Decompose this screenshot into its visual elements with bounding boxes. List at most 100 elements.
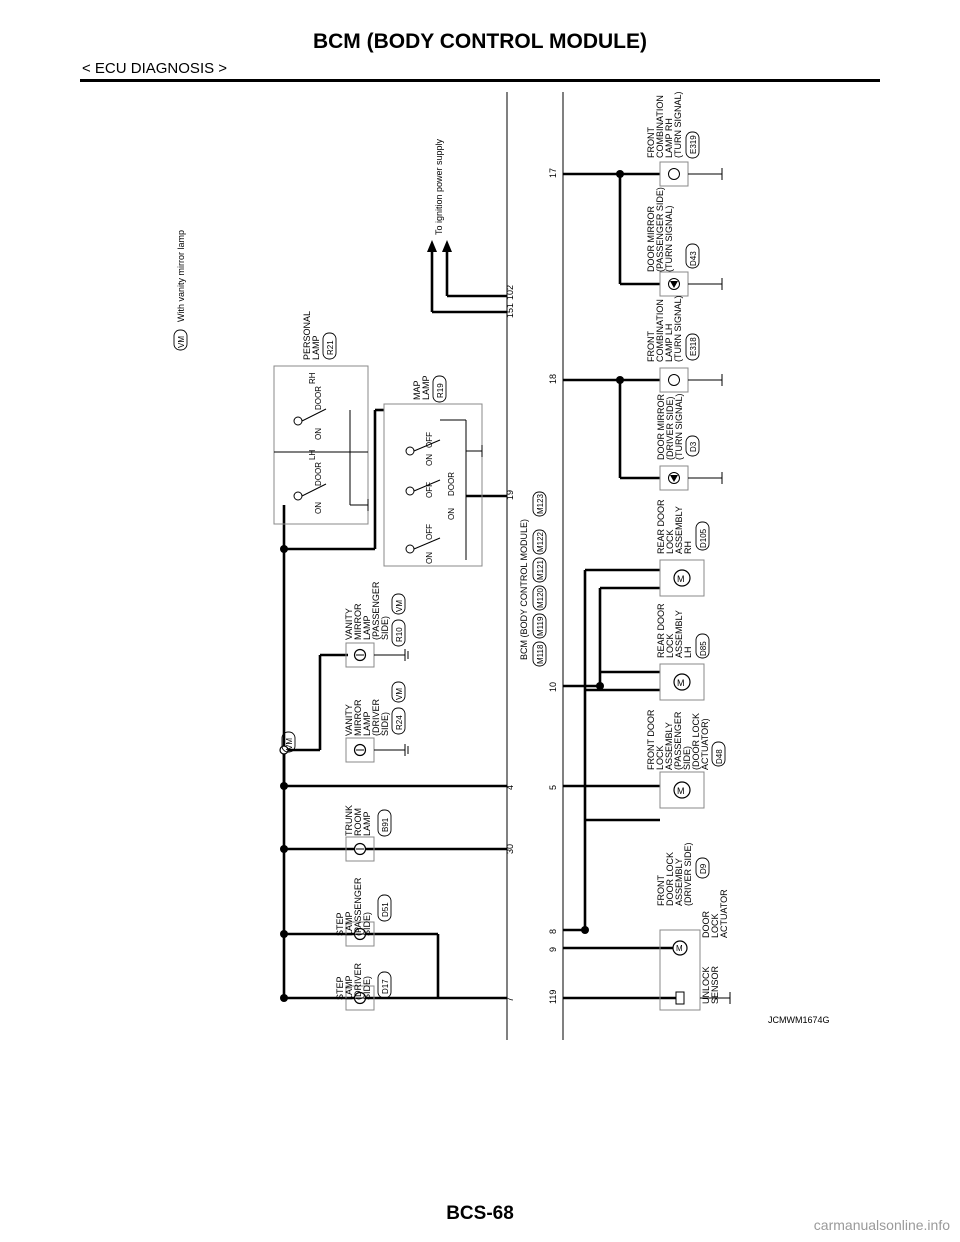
map-on-label: ON (447, 508, 456, 520)
ignition-note: To ignition power supply (434, 138, 444, 235)
svg-text:DOOR LOCK: DOOR LOCK (665, 852, 675, 906)
header-divider (80, 79, 880, 82)
label-step-lamp-passenger: STEP LAMP (PASSENGER SIDE) D51 (335, 877, 392, 936)
map-door-label: DOOR (447, 472, 456, 496)
vanity-lamp-passenger-symbol (345, 642, 409, 668)
svg-text:(TURN SIGNAL): (TURN SIGNAL) (664, 205, 674, 272)
front-combi-rh-symbol (659, 161, 723, 187)
svg-text:D51: D51 (381, 902, 390, 917)
vm-badge: VM (177, 336, 186, 348)
svg-text:(DRIVER SIDE): (DRIVER SIDE) (665, 396, 675, 460)
label-vanity-lamp-driver: VANITY MIRROR LAMP (DRIVER SIDE) R24 VM (344, 681, 406, 736)
page-title: BCM (BODY CONTROL MODULE) (312, 30, 648, 53)
svg-text:D48: D48 (715, 749, 724, 764)
svg-text:LAMP: LAMP (362, 811, 372, 836)
svg-text:MIRROR: MIRROR (353, 603, 363, 640)
bcm-connector-list: M118 M119 M120 M121 M122 M123 (532, 491, 547, 667)
connector-tag: M122 (536, 531, 545, 552)
label-rear-door-lock-lh: REAR DOOR LOCK ASSEMBLY LH D85 (656, 603, 710, 659)
svg-text:SIDE): SIDE) (362, 976, 372, 1000)
terminal-18-label: 18 (548, 374, 558, 384)
svg-text:D43: D43 (689, 251, 698, 266)
svg-text:STEP: STEP (335, 912, 345, 936)
svg-text:D17: D17 (381, 979, 390, 994)
map-on-label: ON (425, 552, 434, 564)
svg-text:R21: R21 (326, 340, 335, 355)
connector-tag: M120 (536, 587, 545, 608)
svg-text:ACTUATOR: ACTUATOR (719, 889, 729, 938)
splice-dot (280, 545, 288, 553)
label-rear-door-lock-rh: REAR DOOR LOCK ASSEMBLY RH D105 (656, 499, 710, 554)
svg-text:M: M (676, 944, 683, 953)
svg-text:ASSEMBLY: ASSEMBLY (674, 610, 684, 658)
svg-text:ASSEMBLY: ASSEMBLY (674, 858, 684, 906)
svg-text:PERSONAL: PERSONAL (302, 311, 312, 360)
svg-text:MAP: MAP (412, 380, 422, 400)
label-vanity-lamp-passenger: VANITY MIRROR LAMP (PASSENGER SIDE) R10 … (344, 581, 406, 647)
svg-text:M: M (677, 574, 685, 584)
connector-tag: M118 (536, 644, 545, 664)
terminal-102-label: 102 (505, 285, 515, 300)
svg-text:LOCK: LOCK (665, 633, 675, 658)
label-door-mirror-driver: DOOR MIRROR (DRIVER SIDE) (TURN SIGNAL) … (656, 393, 700, 460)
map-off-label: OFF (425, 524, 434, 540)
svg-text:ASSEMBLY: ASSEMBLY (674, 506, 684, 554)
map-lamp-box (383, 403, 483, 567)
svg-text:LOCK: LOCK (665, 529, 675, 554)
svg-text:LH: LH (683, 646, 693, 658)
svg-text:REAR DOOR: REAR DOOR (656, 499, 666, 554)
svg-text:LOCK: LOCK (710, 913, 720, 938)
rear-door-lock-rh-symbol: M (659, 559, 705, 597)
svg-text:(DRIVER SIDE): (DRIVER SIDE) (683, 842, 693, 906)
map-off-label: OFF (425, 432, 434, 448)
svg-text:SIDE): SIDE) (362, 912, 372, 936)
svg-text:LAMP LH: LAMP LH (664, 324, 674, 362)
svg-text:ACTUATOR): ACTUATOR) (700, 718, 710, 770)
map-off-label: OFF (425, 482, 434, 498)
door-lock-driver-symbol: M (659, 929, 731, 1011)
mirror-turn-lh-symbol (659, 465, 723, 491)
svg-text:(PASSENGER: (PASSENGER (673, 711, 683, 770)
svg-text:(PASSENGER: (PASSENGER (371, 581, 381, 640)
terminal-19-label: 19 (505, 490, 515, 500)
label-personal-lamp: PERSONAL LAMP R21 (302, 311, 337, 360)
svg-text:LAMP: LAMP (362, 711, 372, 736)
svg-text:FRONT: FRONT (646, 331, 656, 362)
svg-text:(TURN SIGNAL): (TURN SIGNAL) (673, 295, 683, 362)
door-lock-passenger-symbol: M (659, 771, 705, 809)
vanity-lamp-driver-symbol (345, 737, 409, 763)
page-number: BCS-68 (446, 1203, 514, 1224)
svg-text:SIDE): SIDE) (380, 616, 390, 640)
svg-text:LAMP: LAMP (344, 975, 354, 1000)
personal-rh-label: RH (308, 372, 317, 384)
watermark: carmanualsonline.info (813, 1217, 950, 1233)
svg-text:FRONT: FRONT (646, 127, 656, 158)
svg-text:LAMP: LAMP (362, 615, 372, 640)
svg-text:(DRIVER: (DRIVER (371, 698, 381, 736)
svg-text:(TURN SIGNAL): (TURN SIGNAL) (673, 91, 683, 158)
svg-text:(DRIVER: (DRIVER (353, 962, 363, 1000)
terminal-119-label: 119 (548, 990, 558, 1004)
svg-text:FRONT: FRONT (656, 875, 666, 906)
svg-text:D3: D3 (689, 441, 698, 452)
svg-text:R10: R10 (395, 627, 404, 642)
vm-splice-badge (281, 731, 296, 753)
svg-text:UNLOCK: UNLOCK (701, 966, 711, 1004)
section-breadcrumb: < ECU DIAGNOSIS > (82, 60, 228, 77)
connector-tag: M121 (536, 559, 545, 580)
label-door-mirror-passenger: DOOR MIRROR (PASSENGER SIDE) (TURN SIGNA… (646, 187, 700, 272)
terminal-151-label: 151 (505, 303, 515, 318)
svg-text:STEP: STEP (335, 976, 345, 1000)
svg-text:COMBINATION: COMBINATION (655, 299, 665, 362)
label-map-lamp: MAP LAMP R19 (412, 375, 447, 403)
splice-dot (616, 376, 624, 384)
svg-text:RH: RH (683, 541, 693, 554)
switch-door-label: DOOR (314, 462, 323, 486)
personal-lh-label: LH (308, 450, 317, 460)
svg-text:M: M (677, 678, 685, 688)
svg-text:ROOM: ROOM (353, 808, 363, 836)
svg-text:LAMP: LAMP (311, 335, 321, 360)
terminal-4-label: 4 (505, 785, 515, 790)
splice-dot (280, 930, 288, 938)
